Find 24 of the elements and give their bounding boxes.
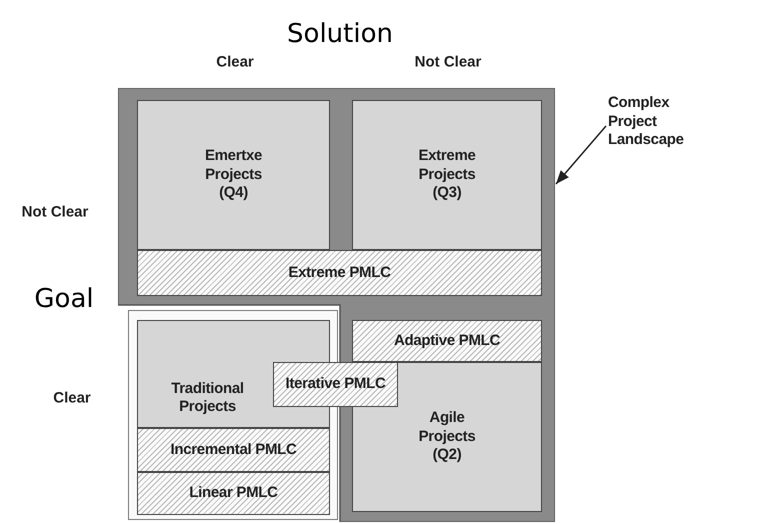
node-label: Incremental PMLC [170, 440, 297, 460]
node-label: Agile Projects (Q2) [418, 408, 476, 466]
pmlc-band [137, 428, 330, 472]
axis-title: Goal [34, 284, 94, 314]
pmlc-box [273, 362, 398, 407]
column-header: Not Clear [414, 54, 482, 70]
node-label: Linear PMLC [189, 484, 278, 503]
pmlc-band [352, 320, 542, 362]
node-label: Complex Project Landscape [608, 94, 685, 150]
node-label: Extreme Projects (Q3) [417, 146, 477, 204]
column-header: Clear [216, 54, 254, 70]
pmlc-band [137, 250, 542, 296]
axis-title: Solution [287, 19, 393, 49]
quadrant-box [137, 100, 330, 250]
node-label: Iterative PMLC [286, 375, 386, 394]
pmlc-band [137, 472, 330, 515]
arrow [555, 126, 607, 184]
quadrant-box [352, 100, 542, 250]
row-header: Not Clear [22, 204, 88, 220]
node-label: Traditional Projects [170, 380, 245, 417]
node-label: Adaptive PMLC [394, 332, 500, 350]
node-label: Emertxe Projects (Q4) [204, 146, 264, 204]
node-label: Extreme PMLC [288, 264, 391, 282]
row-header: Clear [53, 390, 91, 406]
